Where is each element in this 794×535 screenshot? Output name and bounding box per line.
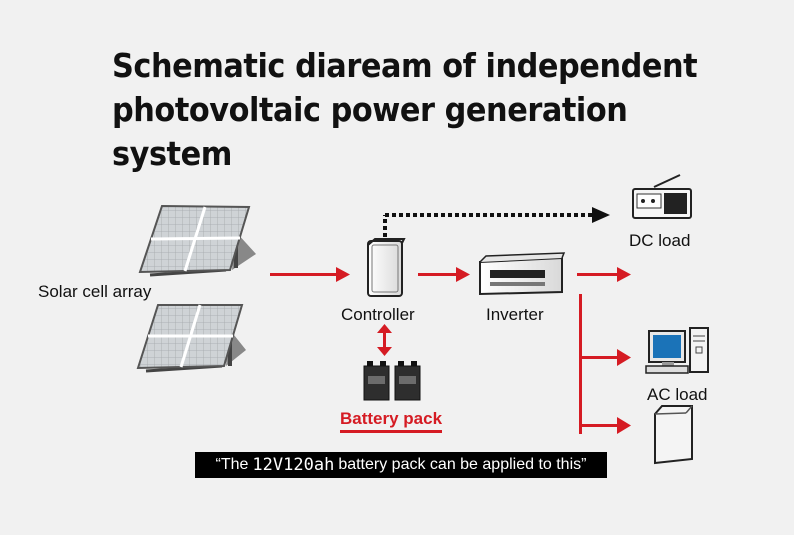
- computer-icon: [645, 327, 709, 374]
- inverter-label: Inverter: [486, 305, 544, 324]
- controller-label: Controller: [341, 305, 415, 324]
- arrow-controller-to-dc-load: [383, 207, 610, 237]
- page-title: Schematic diaream of independent photovo…: [112, 44, 719, 176]
- ac-bus-line: [579, 294, 582, 434]
- ac-load-label: AC load: [647, 385, 708, 404]
- title-line-2: photovoltaic power generation system: [112, 90, 628, 173]
- solar-panel-top: [138, 204, 256, 277]
- inverter-icon: [479, 252, 566, 296]
- controller-icon: [367, 238, 406, 297]
- arrow-controller-to-inverter: [418, 267, 470, 282]
- battery-icon: [363, 361, 421, 401]
- note-prefix: “The: [215, 456, 249, 473]
- solar-panel-bottom: [136, 304, 246, 373]
- battery-pack-label: Battery pack: [340, 409, 443, 433]
- battery-note-banner: “The 12V120ah battery pack can be applie…: [195, 452, 607, 478]
- dc-load-label: DC load: [629, 231, 691, 250]
- title-line-1: Schematic diaream of independent: [112, 46, 698, 85]
- appliance-icon: [654, 405, 693, 465]
- arrow-to-appliance: [579, 417, 631, 434]
- arrow-solar-to-controller: [270, 267, 350, 282]
- arrow-controller-battery: [377, 324, 392, 356]
- solar-array-label: Solar cell array: [38, 282, 152, 301]
- solar-panel-icon: [136, 204, 256, 373]
- radio-icon: [632, 174, 692, 219]
- flow-arrows: [270, 267, 631, 434]
- note-suffix: battery pack can be applied to this”: [338, 456, 587, 473]
- note-spec: 12V120ah: [252, 455, 335, 475]
- arrow-to-computer: [579, 349, 631, 366]
- arrow-inverter-to-top: [577, 267, 631, 282]
